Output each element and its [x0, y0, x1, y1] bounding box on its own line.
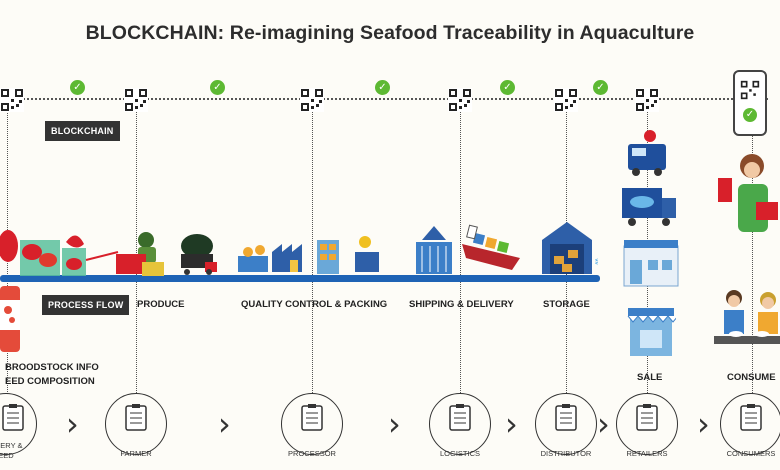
check-circle-icon: ✓: [70, 80, 85, 95]
shop-kiosk-illustration: [627, 308, 676, 356]
qr-code-icon: [448, 88, 472, 112]
actor-farmer-label: FARMER: [120, 449, 152, 458]
shopper-illustration: [718, 154, 778, 232]
feed-bag-illustration: [0, 286, 20, 352]
actor-consumers-label: CONSUMERS: [726, 449, 776, 458]
actor-retailers-circle: [616, 393, 678, 455]
warehouse-illustration: ❄: [542, 222, 598, 274]
container-terminal-illustration: [416, 226, 452, 274]
page-title: BLOCKCHAIN: Re-imagining Seafood Traceab…: [85, 22, 695, 44]
qr-code-icon: [635, 88, 659, 112]
stage-produce-label: PRODUCE: [137, 299, 185, 310]
supermarket-illustration: [623, 240, 679, 287]
actor-logistics-label: LOGISTICS: [439, 449, 480, 458]
dining-couple-illustration: [714, 290, 780, 344]
blockchain-tag: BLOCKCHAIN: [45, 121, 120, 141]
check-circle-icon: ✓: [210, 80, 225, 95]
clipboard-icon: [2, 404, 24, 431]
processing-factory-illustration: [238, 244, 302, 272]
chevron-right-icon: ›: [597, 405, 610, 443]
logistics-connector: [460, 98, 461, 393]
chevron-right-icon: ›: [388, 405, 401, 443]
farmer-illustration: [116, 232, 164, 276]
check-circle-icon: ✓: [593, 80, 608, 95]
chevron-right-icon: ›: [218, 405, 231, 443]
check-circle-icon: ✓: [743, 108, 757, 122]
actor-hatchery-label-line1: CHERY &: [0, 441, 23, 450]
check-circle-icon: ✓: [500, 80, 515, 95]
cargo-ship-illustration: [462, 224, 520, 270]
smartphone-icon: ✓: [733, 70, 767, 136]
process-flow-tag: PROCESS FLOW: [42, 295, 130, 315]
stage-storage-label: STORAGE: [543, 299, 590, 310]
broodstock-info-note: BROODSTOCK INFO: [5, 362, 99, 373]
qr-code-icon: [300, 88, 324, 112]
process-conveyor-belt: [0, 275, 600, 282]
feed-composition-note: EED COMPOSITION: [5, 376, 95, 387]
stage-shipping-label: SHIPPING & DELIVERY: [409, 299, 514, 310]
actor-processor-circle: [281, 393, 343, 455]
stage-consume-label: CONSUME: [727, 372, 776, 383]
packing-illustration: [317, 236, 379, 274]
clipboard-icon: [449, 404, 471, 431]
qr-code-icon: [740, 80, 760, 100]
clipboard-icon: [555, 404, 577, 431]
stage-sale-label: SALE: [637, 372, 663, 383]
feeder-illustration: [181, 234, 217, 275]
hatchery-fish-illustration: [0, 230, 119, 276]
consumers-connector: [752, 136, 753, 393]
farmer-connector: [136, 98, 137, 393]
chevron-right-icon: ›: [66, 405, 79, 443]
actor-distributor-circle: [535, 393, 597, 455]
actor-logistics-circle: [429, 393, 491, 455]
actor-processor-label: PROCESSOR: [288, 449, 336, 458]
check-circle-icon: ✓: [375, 80, 390, 95]
clipboard-icon: [301, 404, 323, 431]
actor-distributor-label: DISTRIBUTOR: [540, 449, 592, 458]
chevron-right-icon: ›: [697, 405, 710, 443]
stage-qc-packing-label: QUALITY CONTROL & PACKING: [241, 299, 388, 310]
actor-retailers-label: RETAILERS: [626, 449, 668, 458]
actor-hatchery-label-line2: EED: [0, 451, 14, 460]
qr-code-icon: [0, 88, 24, 112]
qr-code-icon: [124, 88, 148, 112]
delivery-van-illustration: [628, 130, 666, 176]
chevron-right-icon: ›: [505, 405, 518, 443]
blockchain-line: [0, 98, 768, 100]
clipboard-icon: [125, 404, 147, 431]
clipboard-icon: [740, 404, 762, 431]
clipboard-icon: [636, 404, 658, 431]
refrigerated-truck-illustration: [622, 188, 676, 226]
actor-farmer-circle: [105, 393, 167, 455]
svg-text:❄: ❄: [594, 255, 598, 269]
qr-code-icon: [554, 88, 578, 112]
processor-connector: [312, 98, 313, 393]
actor-consumers-circle: [720, 393, 780, 455]
